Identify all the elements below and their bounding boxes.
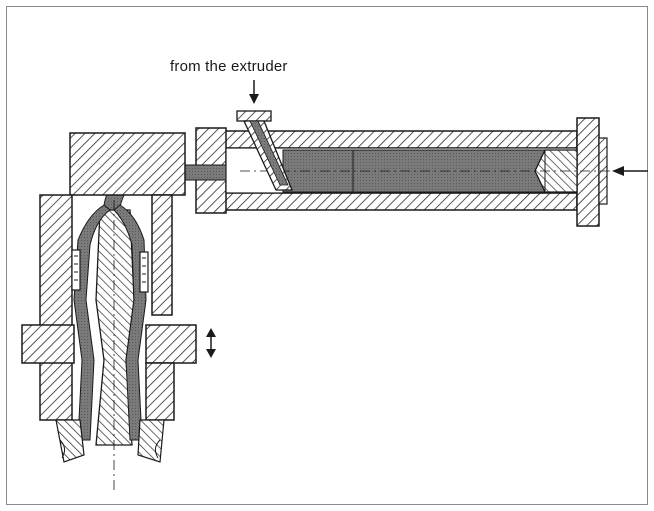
feed-arrow-down-icon xyxy=(249,80,259,104)
vertical-adjust-double-arrow-icon xyxy=(206,328,216,358)
heater-band-left xyxy=(71,249,81,291)
piston-force-arrow-left-icon xyxy=(612,166,648,176)
die-ring-flange xyxy=(21,324,197,421)
die-head-body xyxy=(39,132,186,446)
die-tip xyxy=(55,419,165,463)
heater-band-right xyxy=(139,251,149,293)
barrel-end-flange xyxy=(576,117,608,227)
feed-label: from the extruder xyxy=(170,58,288,75)
annular-melt-flow xyxy=(73,204,147,441)
extruder-feed-inlet xyxy=(236,110,293,191)
